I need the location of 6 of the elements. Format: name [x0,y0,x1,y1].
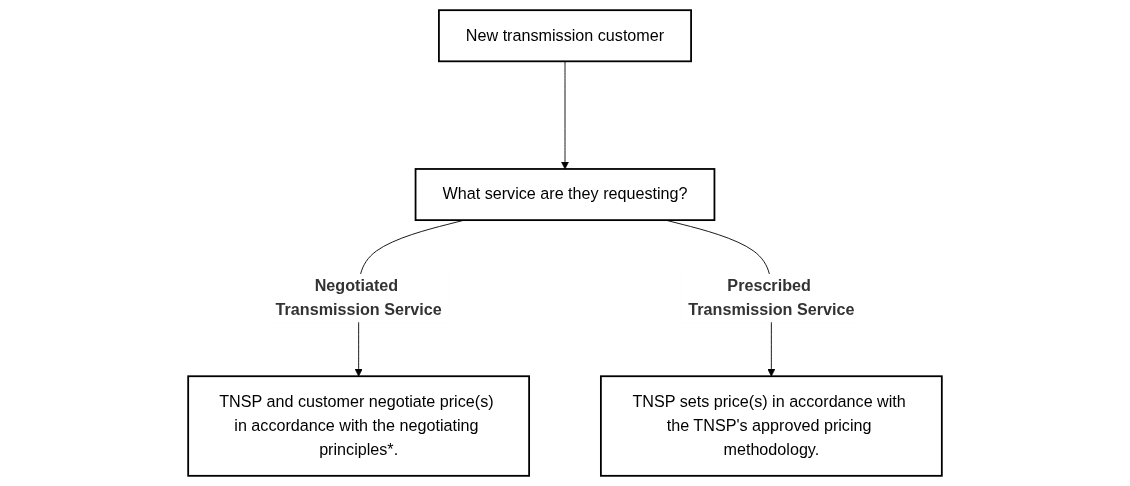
node-box: What service are they requesting? [414,168,716,221]
node-box: New transmission customer [438,9,692,63]
edge-label: Negotiated Transmission Service [275,276,442,319]
node-box: TNSP sets price(s) in accordance with the TNSP's approved pricing methodology. [600,375,943,477]
edge-label: Prescribed Transmission Service [688,276,855,319]
node-box: TNSP and customer negotiate price(s) in accordance with the negotiating principles*. [187,375,530,477]
